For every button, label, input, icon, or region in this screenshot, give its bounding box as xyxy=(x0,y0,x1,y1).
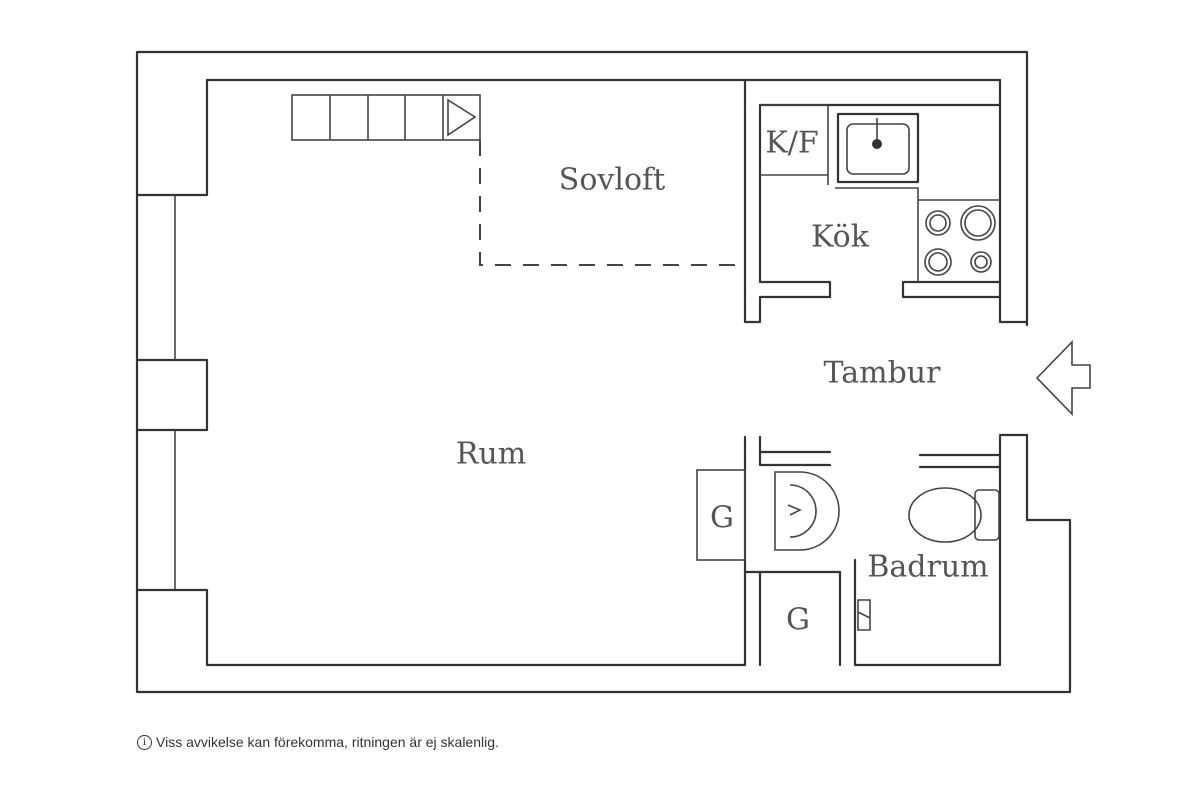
room-label-badrum: Badrum xyxy=(867,549,989,585)
inner-wall xyxy=(135,78,1029,667)
room-label-sovloft: Sovloft xyxy=(558,162,666,198)
disclaimer-text: Viss avvikelse kan förekomma, ritningen … xyxy=(156,734,499,750)
washbasin-icon xyxy=(774,471,840,551)
room-label-kok: Kök xyxy=(811,219,869,255)
stove-icon xyxy=(924,205,996,276)
info-icon: i xyxy=(137,734,152,750)
wardrobe xyxy=(696,469,746,561)
toilet-icon xyxy=(908,487,1000,543)
counter xyxy=(835,187,1000,282)
room-label-kf: K/F xyxy=(765,125,819,161)
outer-wall xyxy=(135,50,1072,694)
room-label-rum: Rum xyxy=(455,436,527,472)
disclaimer: i Viss avvikelse kan förekomma, ritninge… xyxy=(137,734,499,750)
room-label-garderob: G xyxy=(710,500,734,536)
sovloft-outline xyxy=(479,140,745,266)
fridge-freezer xyxy=(760,104,829,185)
room-label-garderob: G xyxy=(786,602,810,638)
room-label-tambur: Tambur xyxy=(823,355,941,391)
stairs xyxy=(291,94,481,141)
floor-drain-icon xyxy=(857,599,871,631)
sink-icon xyxy=(836,112,920,184)
kitchen-wall xyxy=(743,78,1002,324)
entrance-arrow-icon xyxy=(1035,340,1091,416)
